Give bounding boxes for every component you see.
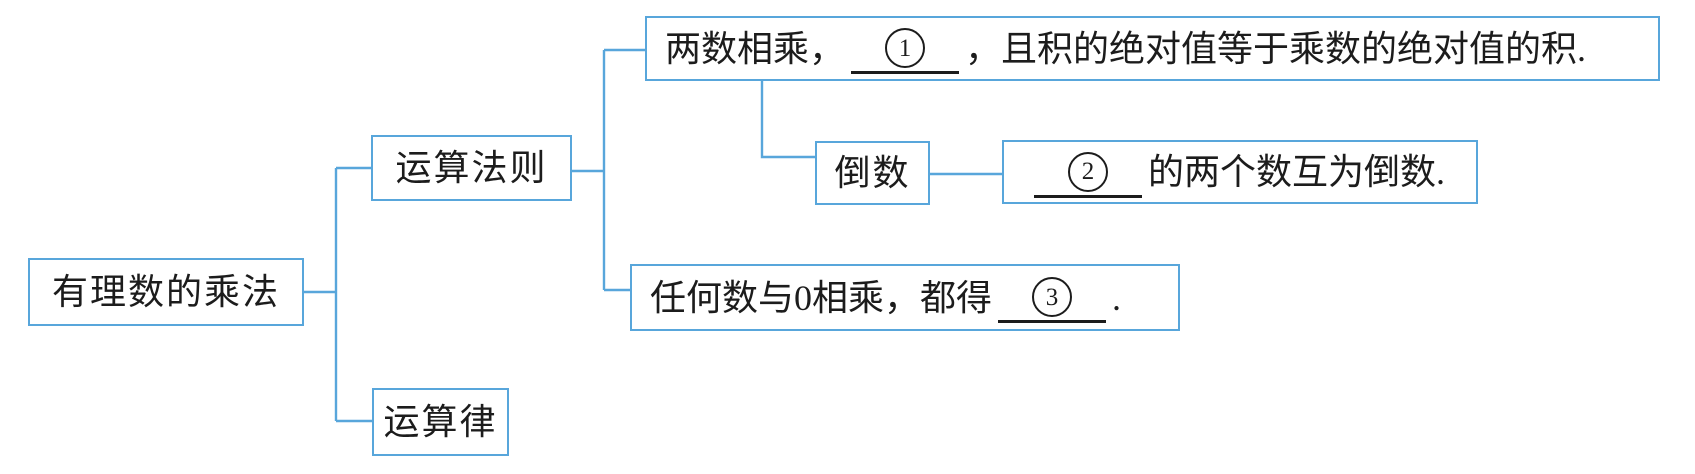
multiply-rule-text-post: ，且积的绝对值等于乘数的绝对值的积. — [965, 28, 1587, 69]
node-root: 有理数的乘法 — [28, 258, 304, 326]
fill-blank-3: 3 — [998, 272, 1107, 323]
multiply-rule-text-pre: 两数相乘， — [665, 28, 846, 69]
node-multiply-rule: 两数相乘， 1 ，且积的绝对值等于乘数的绝对值的积. — [645, 16, 1660, 81]
node-zero-rule: 任何数与0相乘，都得 3 . — [630, 264, 1180, 331]
fill-blank-2: 2 — [1034, 147, 1142, 198]
node-reciprocal: 倒数 — [815, 141, 930, 205]
zero-rule-text-pre: 任何数与0相乘，都得 — [650, 277, 993, 318]
operation-laws-label: 运算律 — [383, 402, 498, 442]
fill-blank-1: 1 — [851, 23, 960, 74]
zero-rule-text-post: . — [1112, 277, 1122, 318]
node-operation-rules: 运算法则 — [371, 135, 572, 201]
reciprocal-label: 倒数 — [834, 153, 911, 193]
node-root-label: 有理数的乘法 — [51, 272, 280, 312]
circled-number-2: 2 — [1068, 151, 1108, 192]
connector-multiply-rule-to-reciprocal — [760, 81, 815, 159]
circled-number-1: 1 — [885, 28, 926, 68]
node-reciprocal-definition: 2 的两个数互为倒数. — [1002, 140, 1478, 204]
reciprocal-definition-text-post: 的两个数互为倒数. — [1148, 152, 1446, 192]
operation-rules-label: 运算法则 — [395, 148, 548, 188]
circled-number-3: 3 — [1032, 277, 1073, 317]
node-operation-laws: 运算律 — [372, 388, 509, 456]
